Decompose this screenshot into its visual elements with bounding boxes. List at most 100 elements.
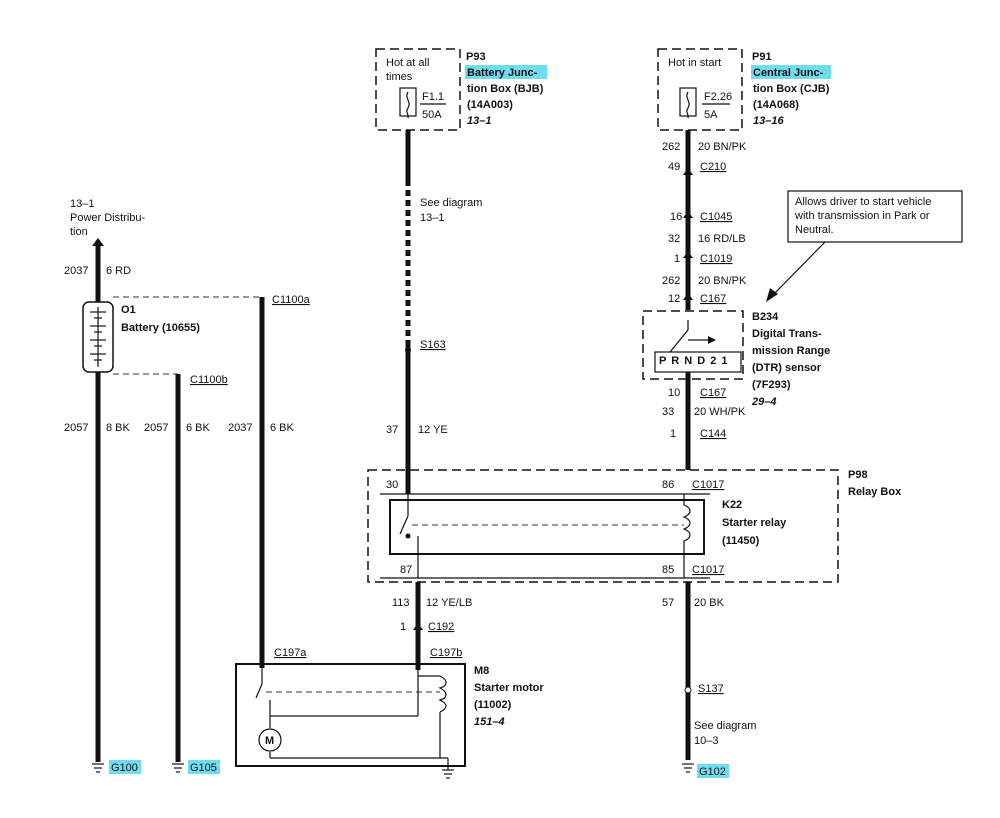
- p91-part: (14A068): [753, 99, 799, 111]
- p98-id: P98: [848, 469, 868, 481]
- p91-name-2: tion Box (CJB): [753, 83, 830, 95]
- wire-color-20whpk: 20 WH/PK: [694, 406, 746, 418]
- b234-name-2: mission Range: [752, 345, 830, 357]
- p98-name: Relay Box: [848, 486, 902, 498]
- splice-s163-dot: [405, 347, 411, 353]
- circuit-2037-top: 2037: [64, 265, 88, 277]
- note-line-1: Allows driver to start vehicle: [795, 196, 931, 208]
- circuit-57: 57: [662, 597, 674, 609]
- p93-box: [375, 48, 461, 131]
- wire-color-8bk: 8 BK: [106, 422, 131, 434]
- connector-c210: C210: [700, 161, 726, 173]
- connector-arrows: [683, 168, 693, 300]
- connector-c192-arrow: [413, 623, 423, 630]
- ground-starter-icon: [442, 766, 454, 779]
- relay-contact-point: [405, 533, 411, 539]
- m8-name: Starter motor: [474, 682, 544, 694]
- m8-id: M8: [474, 665, 489, 677]
- wire-color-12ye: 12 YE: [418, 424, 448, 436]
- b234-box: [642, 310, 744, 380]
- wire-color-6rd: 6 RD: [106, 265, 131, 277]
- p91-name-highlight: [751, 65, 831, 79]
- connector-c167-a: C167: [700, 293, 726, 305]
- note-pointer-arrow-icon: [766, 288, 778, 302]
- wire-color-12yelb: 12 YE/LB: [426, 597, 472, 609]
- see-diagram-2: See diagram: [694, 720, 756, 732]
- wire-color-16rdlb: 16 RD/LB: [698, 233, 746, 245]
- connector-c167-b: C167: [700, 387, 726, 399]
- relay-coil-icon: [682, 494, 691, 578]
- circuit-262-a: 262: [662, 141, 680, 153]
- dtr-switch-blade: [669, 329, 689, 353]
- splice-s137-dot: [684, 686, 692, 694]
- m8-starter-motor-box: [235, 663, 466, 767]
- circuit-37: 37: [386, 424, 398, 436]
- battery-cells-icon: [90, 307, 106, 367]
- p91-id: P91: [752, 51, 772, 63]
- pin-87: 87: [400, 564, 412, 576]
- see-diagram-1-ref: 13–1: [420, 212, 444, 224]
- connector-c144: C144: [700, 428, 726, 440]
- circuit-2057-b: 2057: [144, 422, 168, 434]
- connector-c192: C192: [428, 621, 454, 633]
- pin-86: 86: [662, 479, 674, 491]
- wire-color-20bnpk-b: 20 BN/PK: [698, 275, 747, 287]
- battery-name: Battery (10655): [121, 322, 200, 334]
- battery-id: O1: [121, 304, 136, 316]
- connector-c1019: C1019: [700, 253, 732, 265]
- connector-c1017-a: C1017: [692, 479, 724, 491]
- see-diagram-1: See diagram: [420, 197, 482, 209]
- m8-part: (11002): [474, 699, 512, 711]
- circuit-2037-mid: 2037: [228, 422, 252, 434]
- see-diagram-2-ref: 10–3: [694, 735, 718, 747]
- b234-part: (7F293): [752, 379, 791, 391]
- p93-id: P93: [466, 51, 486, 63]
- circuit-1-c: 1: [400, 621, 406, 633]
- p93-amps: 50A: [422, 109, 442, 121]
- circuit-1-a: 1: [674, 253, 680, 265]
- ground-g105: G105: [190, 762, 217, 774]
- connector-c197b: C197b: [430, 647, 462, 659]
- p93-name-highlight: [465, 65, 547, 79]
- p93-ref: 13–1: [467, 115, 491, 127]
- m8-ref: 151–4: [474, 716, 505, 728]
- p93-name-2: tion Box (BJB): [467, 83, 544, 95]
- p93-fuse: F1.1: [422, 91, 444, 103]
- b234-id: B234: [752, 311, 779, 323]
- circuit-16: 16: [670, 211, 682, 223]
- p91-fuse: F2.26: [704, 91, 732, 103]
- g100-highlight: [109, 760, 141, 774]
- motor-icon: [258, 728, 282, 752]
- pin-30: 30: [386, 479, 398, 491]
- dtr-arrow-icon: [708, 336, 716, 344]
- relay-switch-contact: [399, 515, 409, 535]
- connector-c1100b: C1100b: [190, 374, 228, 386]
- note-line-2: with transmission in Park or: [794, 210, 930, 222]
- note-box: [787, 190, 963, 243]
- circuit-113: 113: [392, 597, 410, 609]
- p91-name-1: Central Junc-: [753, 67, 824, 79]
- dtr-contact-strip: [654, 351, 742, 373]
- pin-85: 85: [662, 564, 674, 576]
- connector-c1100a: C1100a: [272, 294, 311, 306]
- circuit-10: 10: [668, 387, 680, 399]
- connector-c197a: C197a: [274, 647, 307, 659]
- g102-highlight: [697, 764, 729, 778]
- ground-g100: G100: [111, 762, 138, 774]
- p98-relay-box: [367, 469, 839, 583]
- wire-color-20bnpk-a: 20 BN/PK: [698, 141, 747, 153]
- circuit-2057-a: 2057: [64, 422, 88, 434]
- ground-g102-icon: [682, 763, 694, 773]
- p93-name-1: Battery Junc-: [467, 67, 538, 79]
- wire-color-6bk-b: 6 BK: [270, 422, 295, 434]
- g105-highlight: [188, 760, 220, 774]
- note-pointer-line: [771, 241, 826, 297]
- note-line-3: Neutral.: [795, 224, 834, 236]
- p91-box: [657, 48, 743, 131]
- splice-s163: S163: [420, 339, 446, 351]
- circuit-32: 32: [668, 233, 680, 245]
- ground-g105-icon: [172, 763, 184, 773]
- p91-amps: 5A: [704, 109, 718, 121]
- k22-part: (11450): [722, 535, 760, 547]
